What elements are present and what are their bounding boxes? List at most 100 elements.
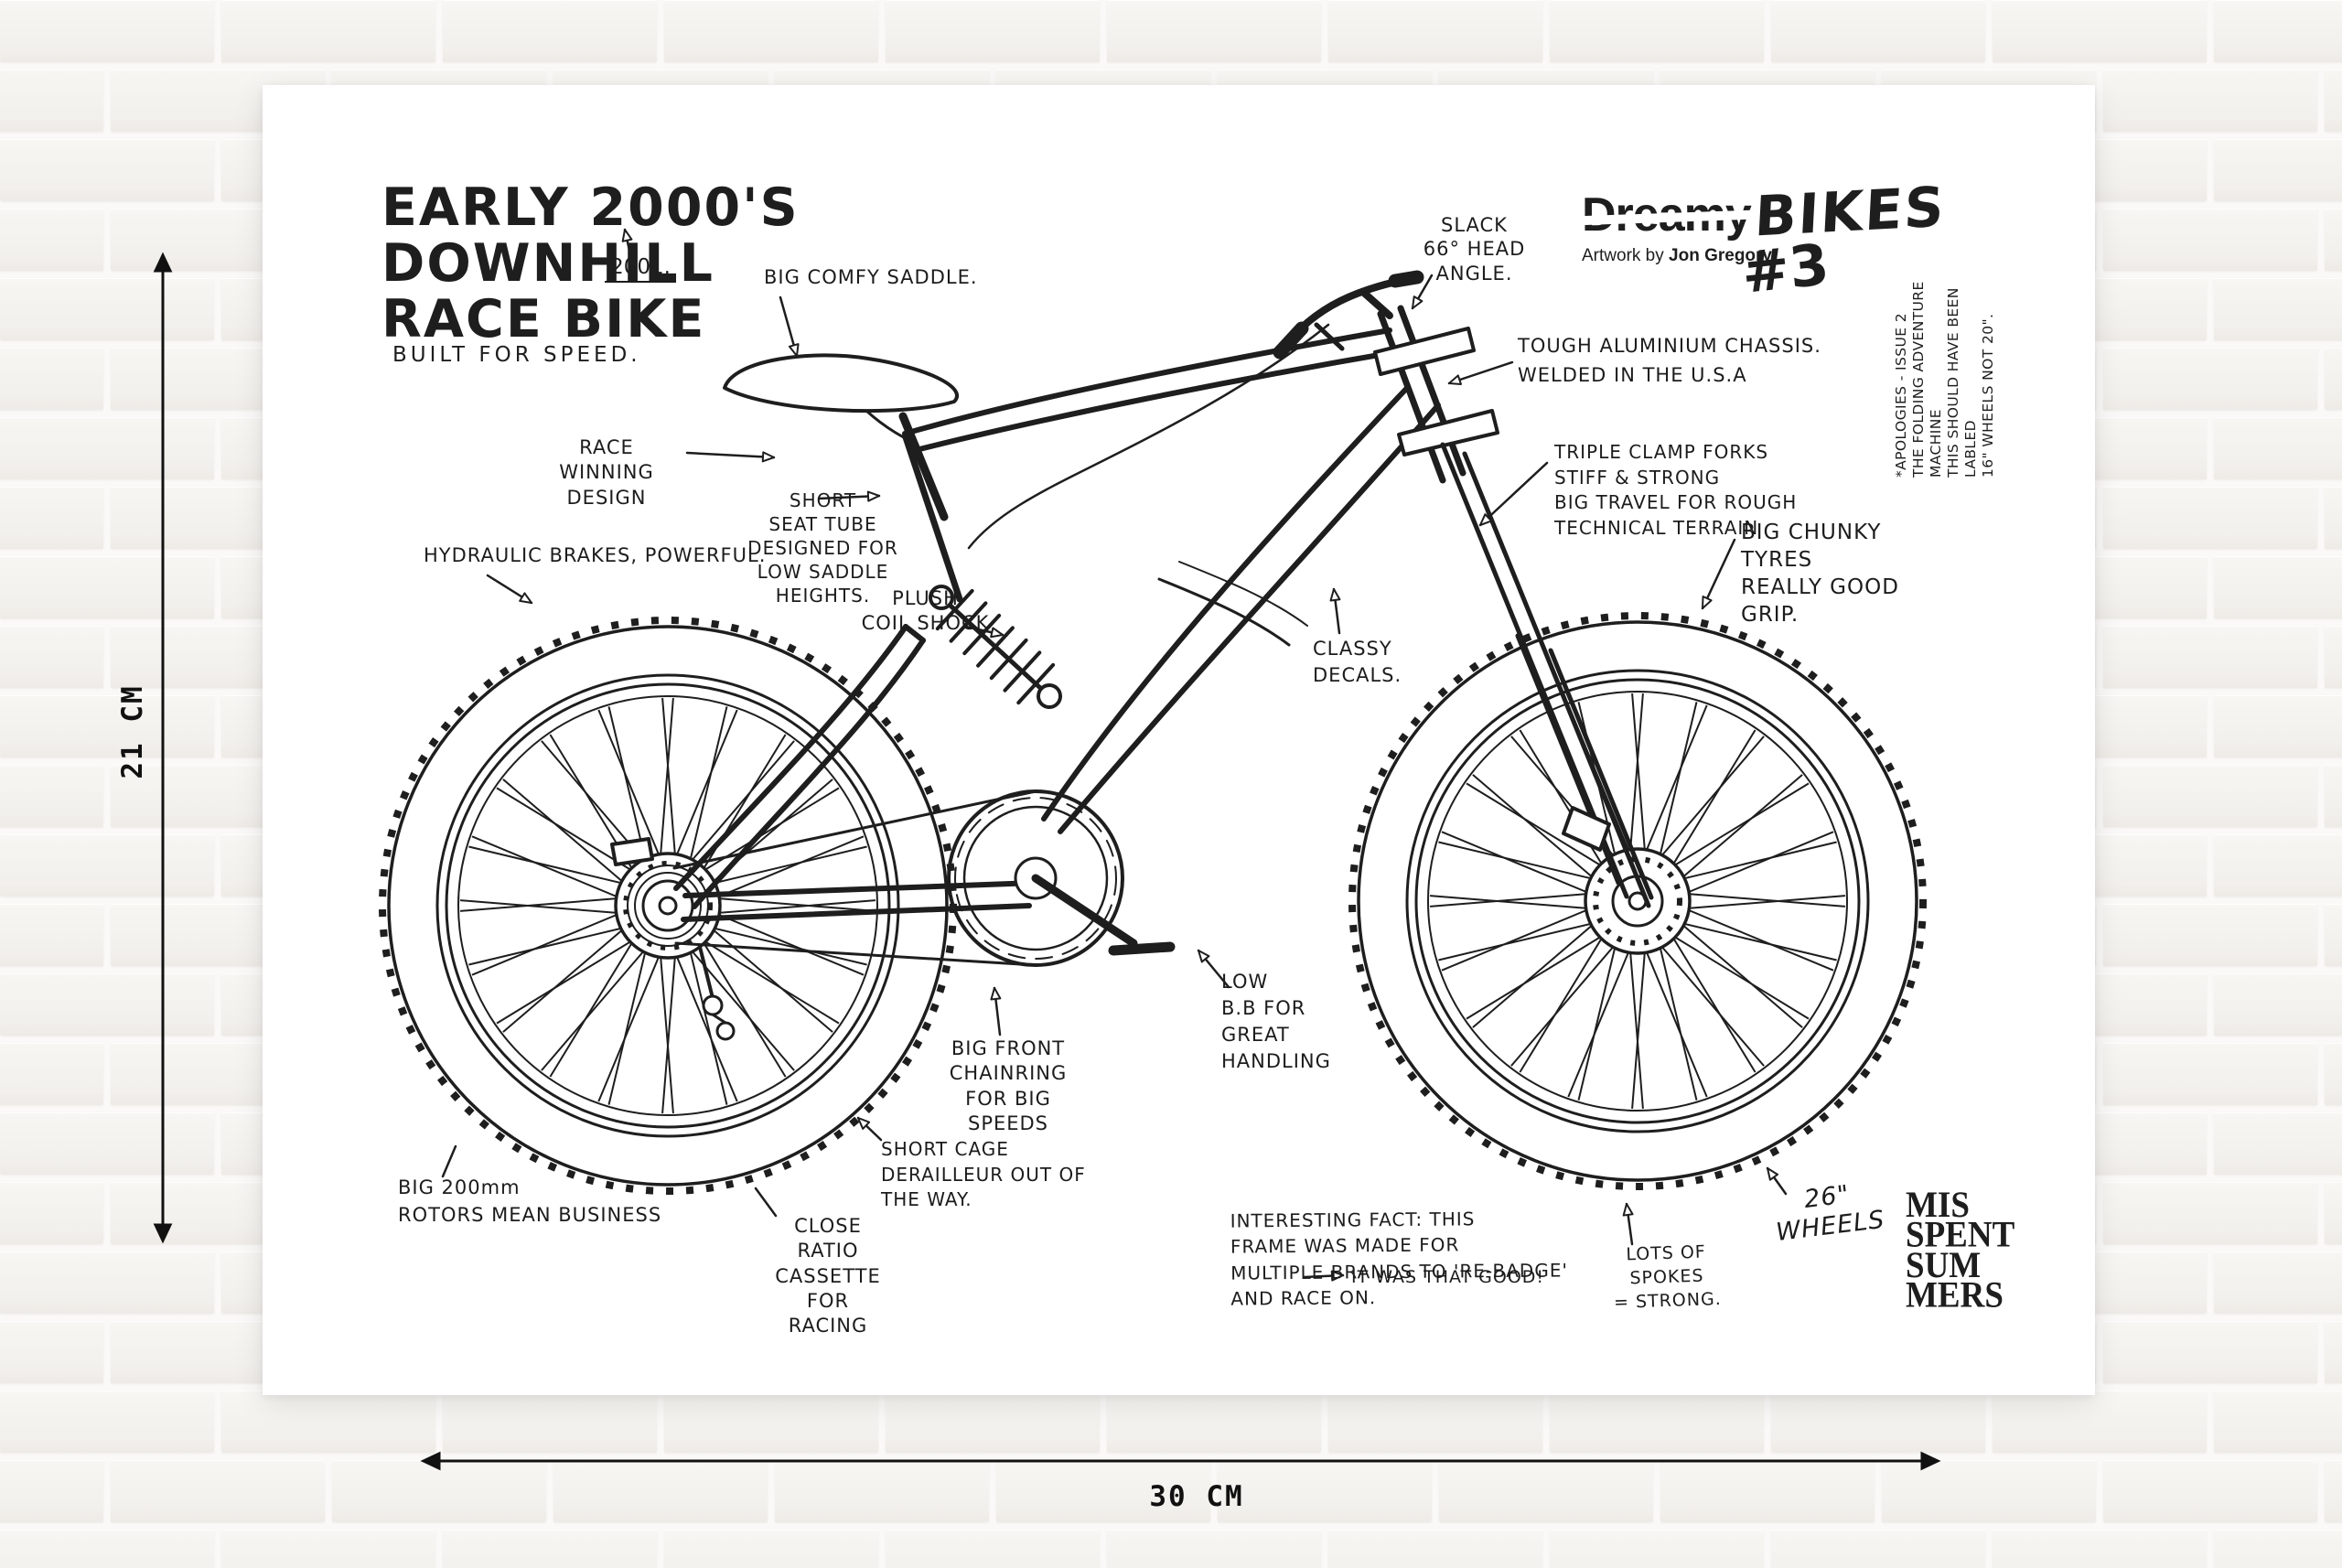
brick — [0, 0, 214, 62]
brick — [0, 556, 214, 618]
brick — [0, 1112, 214, 1175]
year-note: 2001. — [605, 255, 676, 283]
brick — [332, 1460, 546, 1522]
annotation-cassette: CLOSE RATIO CASSETTE FOR RACING — [775, 1215, 881, 1337]
brick — [0, 1460, 103, 1522]
brick — [1218, 1460, 1432, 1522]
brick — [1550, 0, 1764, 62]
brick — [1993, 0, 2207, 62]
brick — [2214, 0, 2342, 62]
brick — [2103, 348, 2317, 410]
brick — [2325, 70, 2342, 132]
brick — [0, 834, 214, 897]
brick — [1328, 1530, 1542, 1568]
rear-caliper — [610, 837, 654, 866]
poster-subtitle: BUILT FOR SPEED. — [392, 343, 641, 367]
brick — [1550, 1391, 1764, 1453]
brick — [2325, 1460, 2342, 1522]
brick — [0, 1321, 103, 1383]
coil-shock — [929, 585, 1062, 709]
cassette — [627, 865, 709, 947]
poster-title: EARLY 2000'S DOWNHILL RACE BIKE — [381, 177, 800, 349]
annotation-tyres: BIG CHUNKY TYRES REALLY GOOD GRIP. — [1741, 521, 1899, 627]
brick — [0, 973, 214, 1036]
brick — [2103, 626, 2317, 688]
brick — [886, 1391, 1100, 1453]
annotation-decals: CLASSY DECALS. — [1313, 638, 1402, 686]
annotation-saddle: BIG COMFY SADDLE. — [764, 266, 978, 288]
annotation-rotors: BIG 200mm ROTORS MEAN BUSINESS — [398, 1176, 662, 1227]
artwork-credit: Artwork by Jon Gregory — [1582, 246, 1773, 265]
leader-decals — [1329, 587, 1341, 635]
brick — [0, 1182, 103, 1244]
brick — [2214, 1530, 2342, 1568]
brick — [2214, 139, 2342, 201]
rear-hub — [641, 879, 694, 932]
brick — [0, 695, 214, 757]
annotation-fact-tail: IT WAS THAT GOOD! — [1351, 1267, 1545, 1287]
brick — [2325, 1321, 2342, 1383]
brick — [553, 1460, 768, 1522]
brick — [2325, 1182, 2342, 1244]
brick — [0, 487, 103, 549]
brick — [0, 626, 103, 688]
brick — [2214, 695, 2342, 757]
pedal — [1108, 941, 1176, 956]
brick — [2103, 904, 2317, 966]
brick — [221, 1391, 435, 1453]
annotation-chassis: TOUGH ALUMINIUM CHASSIS. WELDED IN THE U… — [1518, 335, 1821, 386]
frame-decal — [1157, 577, 1291, 647]
brick — [1660, 1460, 1875, 1522]
brick — [775, 1460, 989, 1522]
bike-poster: EARLY 2000'S DOWNHILL RACE BIKE BUILT FO… — [263, 85, 2095, 1395]
apology-note: *APOLOGIES - ISSUE 2 THE FOLDING ADVENTU… — [1893, 281, 1996, 478]
leader-race-design — [685, 451, 776, 463]
leader-head-angle — [1411, 274, 1434, 310]
annotation-fact: INTERESTING FACT: THIS FRAME WAS MADE FO… — [1230, 1208, 1569, 1310]
brick — [1771, 1391, 1985, 1453]
leader-year — [621, 228, 633, 261]
brick — [0, 209, 103, 271]
brick — [996, 1460, 1210, 1522]
brick — [2214, 973, 2342, 1036]
brick — [664, 1391, 878, 1453]
leader-forks — [1478, 461, 1549, 527]
brick — [443, 1530, 657, 1568]
brick — [2214, 556, 2342, 618]
annotation-bottom-bracket: LOW B.B FOR GREAT HANDLING — [1221, 971, 1331, 1072]
leader-fact — [1303, 1270, 1345, 1282]
brick — [2103, 487, 2317, 549]
issue-number: #3 — [1738, 231, 1832, 306]
crank-arm — [1031, 874, 1138, 948]
brick — [0, 139, 214, 201]
misspent-summers-logo: MIS SPENT SUM MERS — [1906, 1185, 2015, 1316]
brick — [2325, 626, 2342, 688]
leader-spokes — [1622, 1202, 1634, 1246]
annotation-derailleur: SHORT CAGE DERAILLEUR OUT OF THE WAY. — [881, 1138, 1086, 1211]
brick — [2103, 1043, 2317, 1105]
leader-wheels — [1766, 1166, 1788, 1196]
brick — [2214, 834, 2342, 897]
brick — [664, 1530, 878, 1568]
brick — [2325, 209, 2342, 271]
brick — [111, 1460, 325, 1522]
leader-derailleur — [856, 1116, 883, 1142]
front-wheel — [1348, 612, 1927, 1190]
leader-tyres — [1701, 538, 1736, 610]
brick — [2325, 487, 2342, 549]
leader-cassette — [754, 1187, 778, 1218]
brick — [0, 278, 214, 340]
bike-illustration — [379, 228, 1927, 1282]
annotation-race-design: RACE WINNING DESIGN — [559, 436, 654, 509]
brick — [0, 1391, 214, 1453]
brick — [1771, 1530, 1985, 1568]
brick — [1107, 1530, 1321, 1568]
brick — [1107, 0, 1321, 62]
brick — [2103, 1182, 2317, 1244]
rear-wheel — [379, 617, 957, 1195]
brake-lever — [1314, 322, 1345, 351]
leader-bb — [1197, 949, 1230, 989]
handlebar — [1276, 274, 1421, 356]
annotation-head-angle: SLACK 66° HEAD ANGLE. — [1423, 214, 1526, 285]
